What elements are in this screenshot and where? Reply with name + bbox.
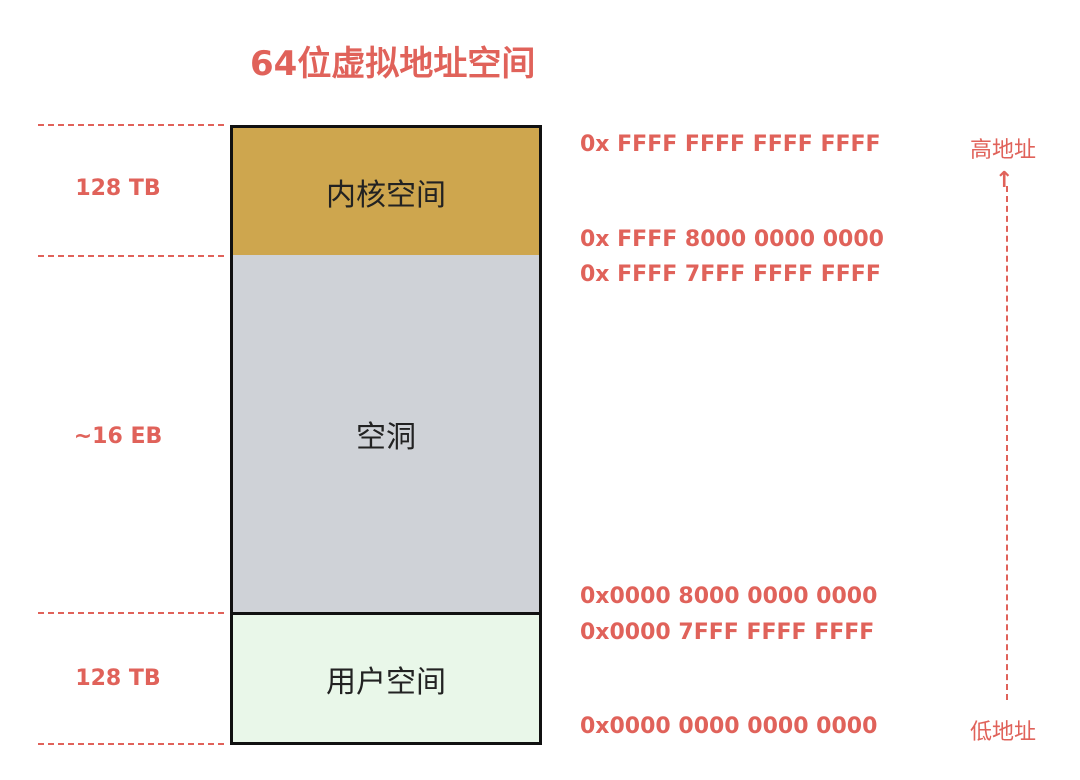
boundary-line-bottom	[38, 743, 224, 745]
hole-block: 空洞	[230, 255, 542, 615]
user-size-label: 128 TB	[75, 666, 161, 691]
user-space-block: 用户空间	[230, 612, 542, 745]
kernel-size-label: 128 TB	[75, 176, 161, 201]
boundary-line-kernel-hole	[38, 255, 224, 257]
address-hole-top: 0x FFFF 7FFF FFFF FFFF	[580, 262, 881, 287]
address-user-bottom: 0x0000 0000 0000 0000	[580, 714, 878, 739]
boundary-line-top	[38, 124, 224, 126]
address-direction-line	[1006, 186, 1008, 700]
low-address-label: 低地址	[970, 720, 1037, 745]
address-kernel-top: 0x FFFF FFFF FFFF FFFF	[580, 132, 881, 157]
high-address-label: 高地址	[970, 138, 1037, 163]
address-kernel-bottom: 0x FFFF 8000 0000 0000	[580, 227, 884, 252]
user-space-label: 用户空间	[326, 664, 446, 700]
arrow-up-icon: ↑	[995, 168, 1014, 193]
hole-size-label: ~16 EB	[73, 424, 163, 449]
kernel-space-label: 内核空间	[326, 177, 446, 213]
kernel-space-block: 内核空间	[230, 125, 542, 258]
boundary-line-hole-user	[38, 612, 224, 614]
diagram-title: 64位虚拟地址空间	[250, 44, 536, 84]
address-user-top: 0x0000 7FFF FFFF FFFF	[580, 620, 875, 645]
hole-label: 空洞	[356, 419, 416, 455]
address-hole-bottom: 0x0000 8000 0000 0000	[580, 584, 878, 609]
